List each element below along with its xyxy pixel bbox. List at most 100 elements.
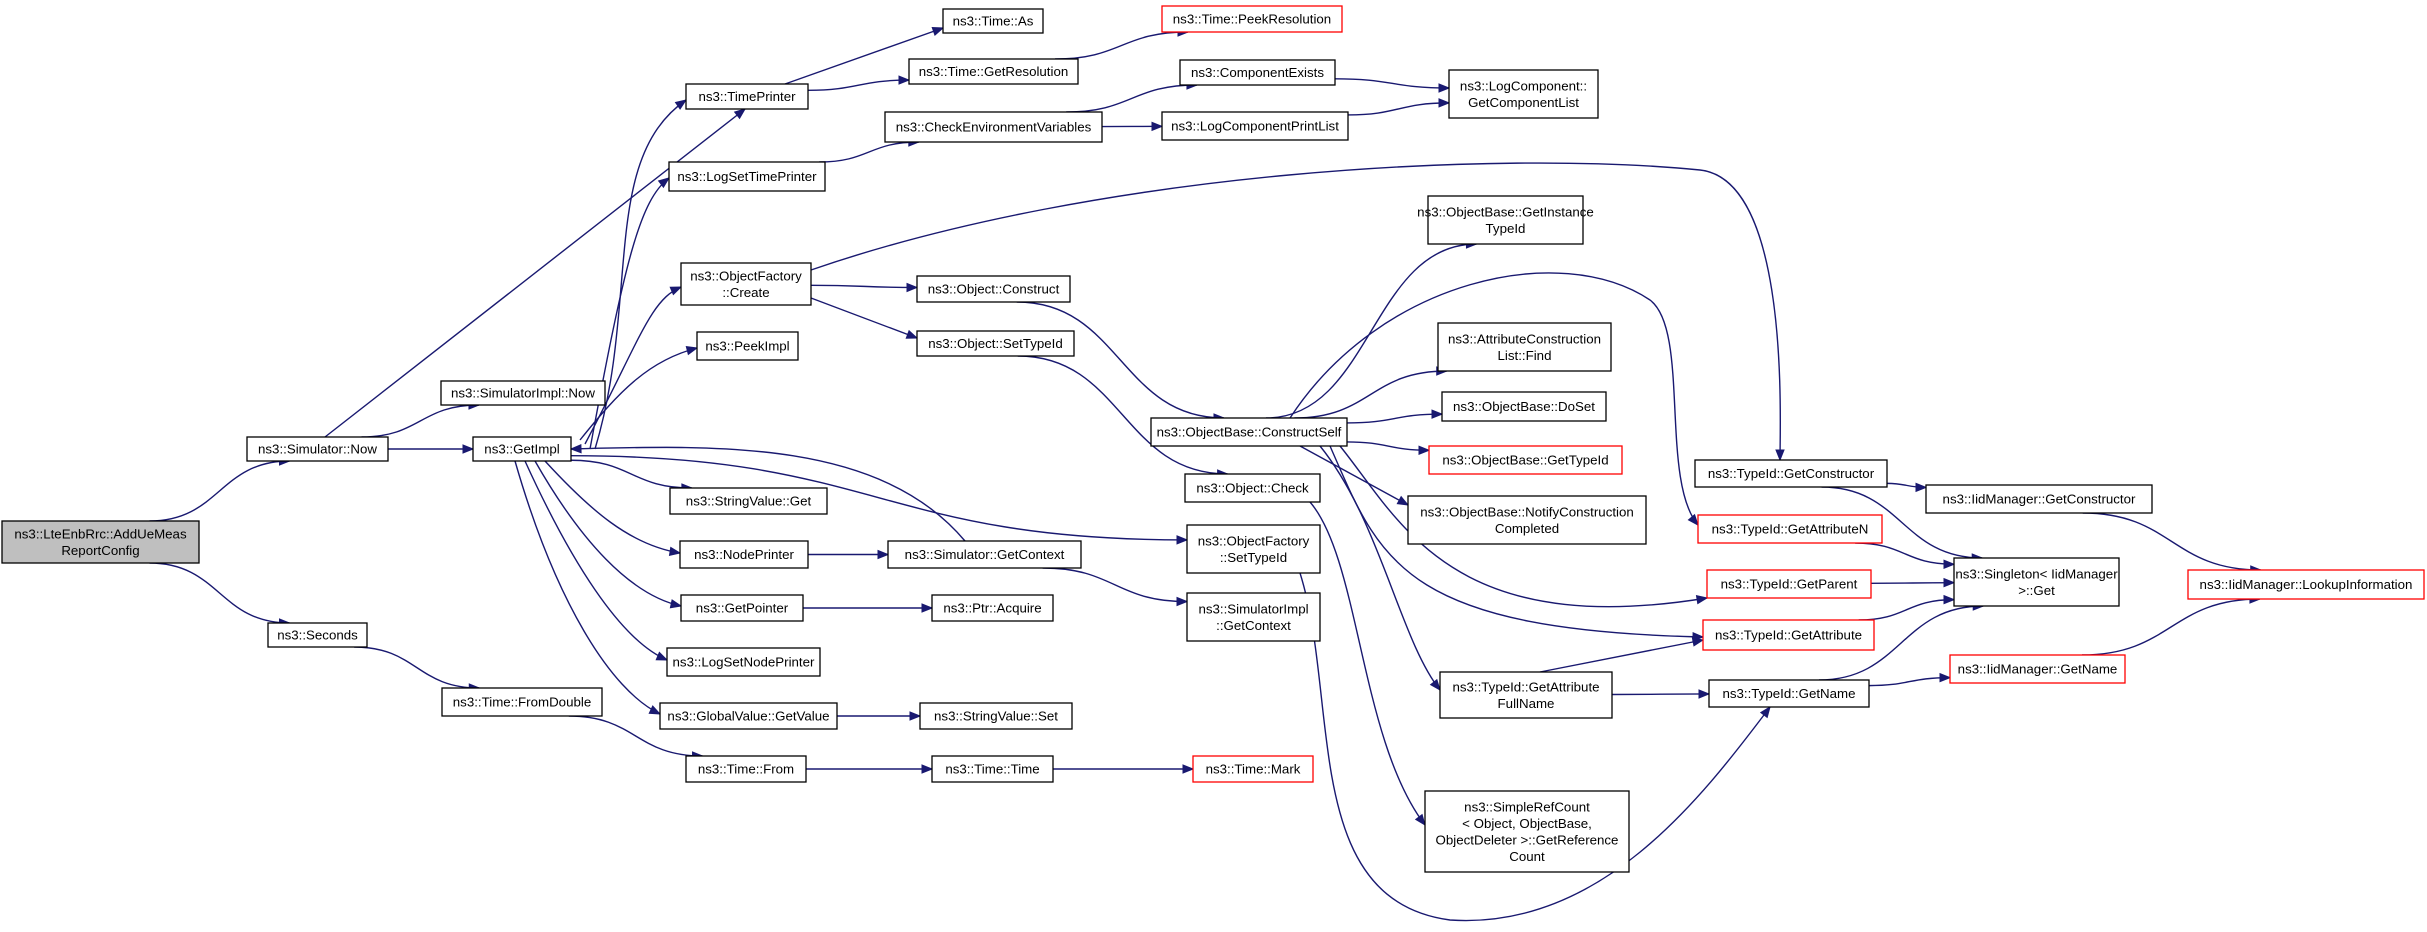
node-simplerefcount[interactable]: ns3::SimpleRefCount< Object, ObjectBase,…	[1424, 790, 1630, 873]
node-getimpl[interactable]: ns3::GetImpl	[472, 436, 572, 462]
node-box	[680, 262, 812, 306]
node-logcompprint[interactable]: ns3::LogComponentPrintList	[1161, 111, 1349, 141]
node-getpointer[interactable]: ns3::GetPointer	[680, 594, 804, 622]
node-fromdouble[interactable]: ns3::Time::FromDouble	[441, 687, 603, 717]
node-timemark[interactable]: ns3::Time::Mark	[1192, 755, 1314, 783]
node-box	[1708, 679, 1870, 708]
node-obgettypeid[interactable]: ns3::ObjectBase::GetTypeId	[1428, 445, 1623, 475]
node-box	[1161, 5, 1343, 33]
edge-simgetctx-to-getimpl	[569, 443, 966, 542]
node-simimplgetctx[interactable]: ns3::SimulatorImpl::GetContext	[1186, 592, 1321, 642]
node-tgetattrn[interactable]: ns3::TypeId::GetAttributeN	[1697, 514, 1883, 544]
node-objcheck[interactable]: ns3::Object::Check	[1184, 473, 1321, 503]
edge-objcheck-to-simplerefcount	[1309, 501, 1426, 827]
edge-tgetattrfull-to-tgetattr	[1539, 637, 1705, 673]
edge-obconstructself-to-tgetattrfull	[1319, 445, 1441, 692]
node-strset[interactable]: ns3::StringValue::Set	[919, 702, 1073, 730]
node-objsettypeid[interactable]: ns3::Object::SetTypeId	[916, 330, 1075, 357]
node-tgetconstructor[interactable]: ns3::TypeId::GetConstructor	[1694, 459, 1888, 488]
node-label: ns3::Time::FromDouble	[453, 695, 591, 710]
edge-timetime-to-timemark	[1052, 764, 1195, 774]
node-label: TypeId	[1486, 221, 1526, 236]
node-singleton[interactable]: ns3::Singleton< IidManager>::Get	[1953, 557, 2120, 607]
node-getcomplist[interactable]: ns3::LogComponent::GetComponentList	[1448, 69, 1599, 119]
node-label: ns3::SimulatorImpl	[1198, 601, 1308, 616]
node-label: ns3::Object::Check	[1196, 481, 1309, 496]
node-label: ns3::GetPointer	[696, 601, 789, 616]
node-box	[685, 83, 809, 110]
node-box	[931, 755, 1054, 783]
node-tgetattr[interactable]: ns3::TypeId::GetAttribute	[1702, 619, 1875, 651]
node-box	[1706, 569, 1872, 599]
node-box	[441, 687, 603, 717]
node-box	[472, 436, 572, 462]
edge-ofcreate-to-objconstruct	[810, 282, 919, 293]
node-peekres[interactable]: ns3::Time::PeekResolution	[1161, 5, 1343, 33]
node-compexists[interactable]: ns3::ComponentExists	[1179, 59, 1336, 86]
node-label: ns3::Time::Mark	[1206, 762, 1301, 777]
node-box	[1, 520, 200, 564]
node-label: ObjectDeleter >::GetReference	[1436, 832, 1619, 847]
edge-timefrom-to-timetime	[805, 764, 934, 774]
edge-ofcreate-to-objsettypeid	[810, 297, 919, 339]
node-seconds[interactable]: ns3::Seconds	[267, 622, 368, 648]
node-simnow[interactable]: ns3::Simulator::Now	[246, 436, 389, 462]
node-box	[1925, 484, 2153, 514]
edge-tgetattrfull-to-tgetname	[1611, 689, 1711, 699]
node-simgetctx[interactable]: ns3::Simulator::GetContext	[887, 540, 1082, 569]
node-logsettp[interactable]: ns3::LogSetTimePrinter	[668, 161, 826, 192]
edge-ofsettypeid-to-tgetname	[1299, 572, 1771, 922]
node-label: ns3::Object::SetTypeId	[928, 336, 1063, 351]
node-box	[1441, 391, 1607, 422]
node-box	[668, 161, 826, 192]
edge-obconstructself-to-tgetparent	[1339, 445, 1709, 608]
node-gvgetvalue[interactable]: ns3::GlobalValue::GetValue	[659, 702, 838, 730]
node-getres[interactable]: ns3::Time::GetResolution	[908, 58, 1079, 85]
node-strget[interactable]: ns3::StringValue::Get	[669, 487, 828, 515]
node-nodeprinter[interactable]: ns3::NodePrinter	[679, 540, 809, 569]
node-box	[679, 540, 809, 569]
node-ofsettypeid[interactable]: ns3::ObjectFactory::SetTypeId	[1186, 524, 1321, 574]
node-objconstruct[interactable]: ns3::Object::Construct	[916, 275, 1071, 303]
node-timetime[interactable]: ns3::Time::Time	[931, 755, 1054, 783]
node-timefrom[interactable]: ns3::Time::From	[685, 755, 807, 783]
node-box	[916, 275, 1071, 303]
node-iidgetname[interactable]: ns3::IidManager::GetName	[1949, 654, 2126, 684]
node-label: ns3::Ptr::Acquire	[943, 601, 1041, 616]
node-label: ns3::CheckEnvironmentVariables	[896, 120, 1092, 135]
node-iidgetconstructor[interactable]: ns3::IidManager::GetConstructor	[1925, 484, 2153, 514]
node-checkenv[interactable]: ns3::CheckEnvironmentVariables	[884, 111, 1103, 143]
node-box	[1702, 619, 1875, 651]
edge-getimpl-to-peekimpl	[579, 346, 699, 441]
node-label: ns3::LogSetTimePrinter	[677, 169, 817, 184]
node-label: ns3::Object::Construct	[928, 282, 1060, 297]
edge-getimpl-to-getpointer	[534, 460, 683, 609]
node-label: ns3::TypeId::GetConstructor	[1708, 466, 1875, 481]
node-label: GetComponentList	[1468, 95, 1579, 110]
node-box	[1448, 69, 1599, 119]
node-timeas[interactable]: ns3::Time::As	[942, 8, 1044, 34]
node-logsetnp[interactable]: ns3::LogSetNodePrinter	[666, 647, 821, 677]
node-obnotify[interactable]: ns3::ObjectBase::NotifyConstructionCompl…	[1407, 495, 1647, 545]
node-tgetparent[interactable]: ns3::TypeId::GetParent	[1706, 569, 1872, 599]
node-ofcreate[interactable]: ns3::ObjectFactory::Create	[680, 262, 812, 306]
node-peekimpl[interactable]: ns3::PeekImpl	[696, 331, 799, 361]
node-label: ns3::ObjectBase::NotifyConstruction	[1420, 504, 1634, 519]
node-ptracquire[interactable]: ns3::Ptr::Acquire	[931, 594, 1054, 622]
node-label: ns3::LogSetNodePrinter	[673, 655, 815, 670]
node-obdoset[interactable]: ns3::ObjectBase::DoSet	[1441, 391, 1607, 422]
node-label: ns3::GlobalValue::GetValue	[667, 709, 829, 724]
node-box	[1694, 459, 1888, 488]
node-timeprinter[interactable]: ns3::TimePrinter	[685, 83, 809, 110]
node-obconstructself[interactable]: ns3::ObjectBase::ConstructSelf	[1150, 417, 1348, 447]
node-tgetname[interactable]: ns3::TypeId::GetName	[1708, 679, 1870, 708]
node-box	[1428, 445, 1623, 475]
node-iidlookup[interactable]: ns3::IidManager::LookupInformation	[2187, 569, 2425, 600]
edge-getpointer-to-ptracquire	[802, 603, 934, 613]
node-label: ReportConfig	[61, 543, 139, 558]
node-simimplnow[interactable]: ns3::SimulatorImpl::Now	[440, 380, 606, 406]
